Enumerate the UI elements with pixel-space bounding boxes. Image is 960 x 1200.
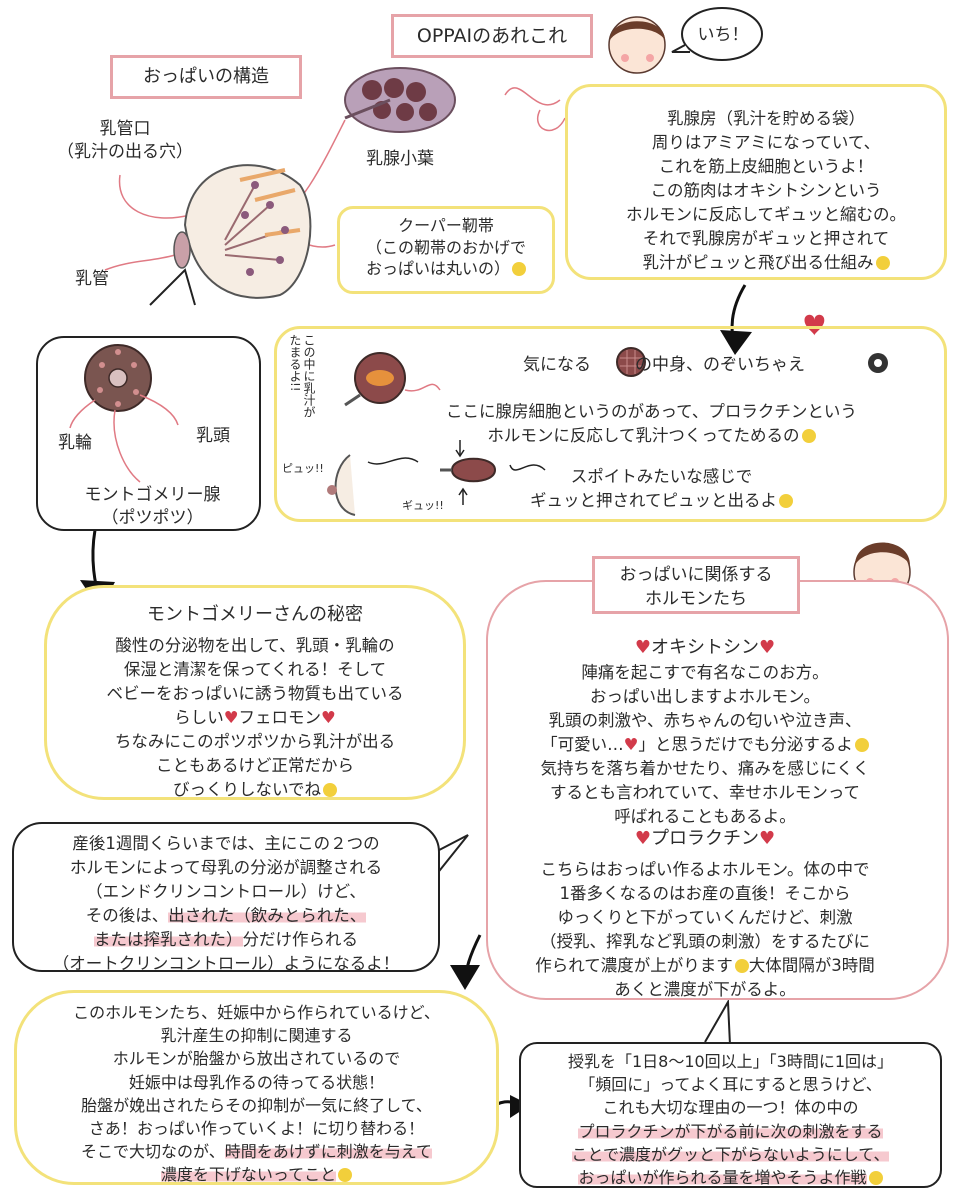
label-montgomery: モントゴメリー腺 （ポツポツ）	[84, 485, 221, 528]
areola-box	[36, 336, 261, 531]
smile-icon	[512, 262, 527, 277]
smile-icon	[875, 255, 890, 270]
feeding-box: 授乳を「1日8〜10回以上」「3時間に1回は」 「頻回に」ってよく耳にすると思う…	[519, 1042, 942, 1188]
smile-icon	[868, 1170, 883, 1185]
heart-icon: ♥	[623, 734, 639, 754]
gyu-label: ギュッ!!	[402, 499, 444, 512]
heart-icon: ♥	[759, 828, 776, 849]
inside-title: 気になるの中身、のぞいちゃえ	[523, 355, 805, 375]
heart-icon: ♥	[223, 707, 239, 727]
structure-heading: おっぱいの構造	[110, 55, 302, 99]
label-nyutou: 乳頭	[196, 426, 230, 446]
label-nyukankou: 乳管口 （乳汁の出る穴）	[57, 119, 193, 162]
vertical-note: この中に乳汁が たまるよ!!	[288, 334, 316, 418]
nurse-character-illustration	[608, 16, 666, 74]
smile-icon	[854, 737, 869, 752]
inside-text-2: スポイトみたいな感じで ギュッと押されてピュッと出るよ	[530, 465, 794, 513]
smile-icon	[323, 782, 337, 797]
heart-icon: ♥	[634, 828, 651, 849]
oxytocin-section: ♥オキシトシン♥ 陣痛を起こすで有名なこのお方。 おっぱい出しますよホルモン。 …	[540, 637, 870, 826]
breast-cross-section-illustration	[173, 164, 312, 299]
smile-icon	[801, 428, 816, 443]
heart-icon: ♥	[759, 637, 776, 658]
smile-icon	[779, 493, 794, 508]
speech-bubble-ichi: いち！	[697, 25, 749, 45]
heart-icon: ♥	[634, 637, 651, 658]
page-title: OPPAIのあれこれ	[391, 14, 593, 58]
cooper-ligament-box: クーパー靭帯 （この靭帯のおかげで おっぱいは丸いの）	[337, 206, 555, 294]
lobule-illustration	[344, 67, 456, 133]
inside-text-1: ここに腺房細胞というのがあって、プロラクチンという ホルモンに反応して乳汁つくっ…	[446, 402, 857, 445]
areola-illustration	[69, 344, 179, 483]
label-nyukan: 乳管	[75, 269, 109, 289]
label-nyusen-shoyou: 乳腺小葉	[366, 149, 434, 169]
montgomery-secret-box: モントゴメリーさんの秘密 酸性の分泌物を出して、乳頭・乳輪の 保湿と清潔を保って…	[44, 585, 466, 800]
pyu-label: ピュッ!!	[282, 462, 324, 475]
alveolus-inside-box	[274, 326, 947, 522]
pregnancy-box: このホルモンたち、妊娠中から作られているけど、 乳汁産生の抑制に関連する ホルモ…	[14, 990, 499, 1185]
smile-icon	[734, 958, 749, 973]
hormones-tag: おっぱいに関係する ホルモンたち	[592, 556, 800, 614]
label-nyurin: 乳輪	[58, 433, 92, 453]
alveolus-inside-illustration	[327, 347, 888, 516]
nyusenbou-box: 乳腺房（乳汁を貯める袋） 周りはアミアミになっていて、 これを筋上皮細胞というよ…	[565, 84, 947, 280]
prolactin-section: ♥プロラクチン♥ こちらはおっぱい作るよホルモン。体の中で 1番多くなるのはお産…	[535, 828, 875, 999]
smile-icon	[338, 1168, 353, 1183]
postpartum-box: 産後1週間くらいまでは、主にこの２つの ホルモンによって母乳の分泌が調整される …	[12, 822, 440, 973]
heart-icon: ♥	[321, 707, 336, 727]
